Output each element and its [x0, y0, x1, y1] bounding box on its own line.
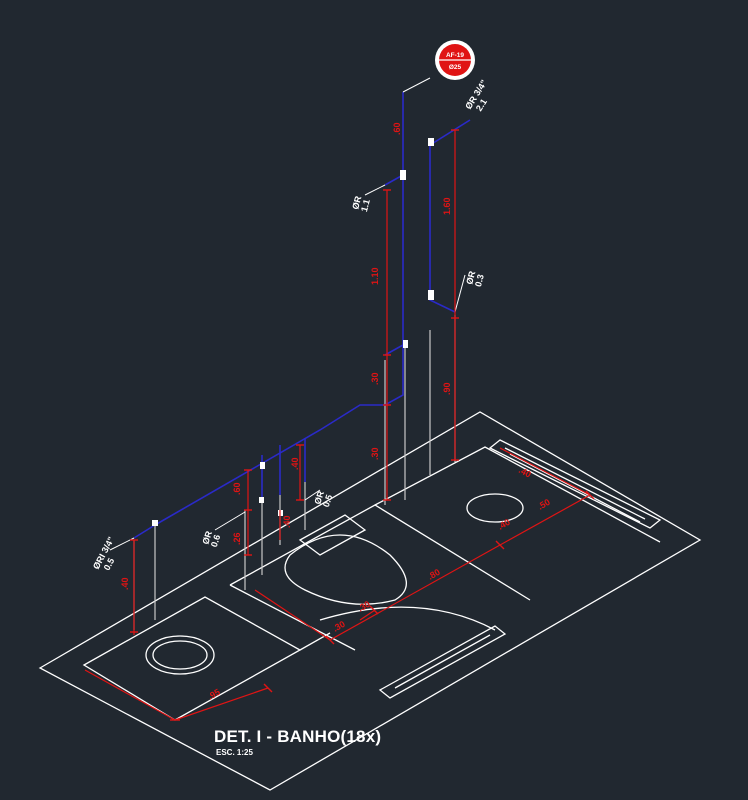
dimension-values: 1.10 .60 1.60 .30 .30 .90 .40 .60 .26 .4…: [120, 122, 552, 701]
dim-riser-top: .60: [392, 122, 402, 135]
dimension-ticks: [130, 129, 595, 721]
title-block: DET. I - BANHO(18x) ESC. 1:25: [214, 727, 381, 757]
dim-sink-rise: .40: [120, 577, 130, 590]
dim-floor-c: .50: [536, 497, 552, 512]
dim-branch-d: .40: [282, 515, 292, 528]
dim-floor-d: .40: [496, 517, 512, 532]
label-valve-d-height: 0.5: [321, 493, 334, 508]
label-valve-d: ØR: [312, 489, 326, 505]
label-valve-c-height: 0.6: [209, 533, 222, 548]
label-valve-a: ØR: [350, 194, 363, 210]
label-valve-b-height: 0.3: [473, 273, 486, 288]
pipe-marker: AF-19 Ø25: [435, 40, 475, 80]
marker-top-text: AF-19: [446, 52, 464, 59]
dim-shower-base: .90: [442, 382, 452, 395]
drawing-scale: ESC. 1:25: [216, 748, 253, 757]
label-valve-b: ØR: [464, 269, 477, 285]
dim-riser-bottom: .30: [370, 372, 380, 385]
dim-floor-f: .40: [517, 465, 533, 480]
dim-main-riser: 1.10: [370, 267, 380, 285]
label-valve-c: ØR: [200, 529, 214, 545]
drawing-title: DET. I - BANHO(18x): [214, 727, 382, 746]
dim-shower-rise: 1.60: [442, 197, 452, 215]
marker-bottom-text: Ø25: [449, 64, 462, 71]
dim-floor-a: .95: [206, 687, 222, 702]
dim-branch-a: .40: [290, 457, 300, 470]
water-pipes: [133, 92, 471, 539]
dim-branch-b: .60: [232, 482, 242, 495]
leader-lines: [109, 77, 466, 551]
floor-outline: [38, 411, 702, 791]
fixture-labels: ØR 3/4" 2.1 ØR 1.1 ØR 0.3 ØRI 3/4" 0.5 Ø…: [91, 78, 489, 572]
dimension-lines: [84, 130, 591, 721]
label-valve-a-height: 1.1: [359, 198, 372, 213]
dim-branch-c: .26: [232, 532, 242, 545]
dim-lower-mid: .30: [370, 447, 380, 460]
